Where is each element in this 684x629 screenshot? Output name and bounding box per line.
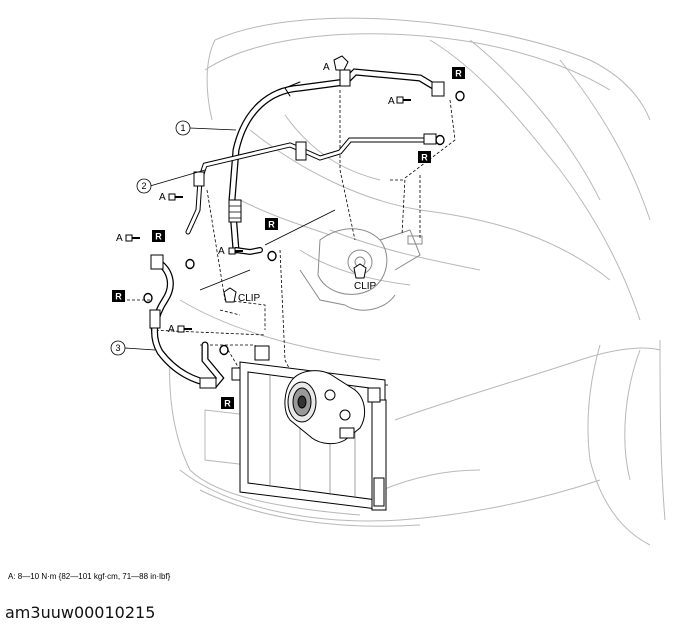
svg-text:A: A <box>388 96 395 107</box>
o-ring-top-right <box>455 90 465 102</box>
figure-id: am3uuw00010215 <box>5 603 156 622</box>
o-ring-left-upper <box>185 258 195 270</box>
replace-badge-left-upper: R <box>152 230 165 242</box>
pipe-1-suction-line <box>228 68 445 256</box>
callout-2: 2 <box>136 178 152 194</box>
pipe-3-liquid-line <box>149 254 225 389</box>
replace-badge-lower: R <box>221 397 234 409</box>
replace-badge-left: R <box>112 290 125 302</box>
svg-text:R: R <box>455 69 462 79</box>
replace-badge-top-right: R <box>452 67 465 79</box>
bolt-a-center: A <box>218 246 244 257</box>
svg-text:R: R <box>155 232 162 242</box>
svg-text:A: A <box>116 233 123 244</box>
bolt-a-upper-left: A <box>159 192 184 203</box>
replace-badge-middle-right: R <box>418 151 431 163</box>
o-ring-left <box>143 292 153 304</box>
callout-3: 3 <box>110 340 126 356</box>
callout-1: 1 <box>175 120 191 136</box>
o-ring-lower <box>219 344 229 356</box>
replace-badge-center: R <box>265 218 278 230</box>
o-ring-center <box>267 250 277 262</box>
torque-specification-note: A: 8—10 N·m {82—101 kgf·cm, 71—88 in·lbf… <box>8 572 171 581</box>
dashed-routing-lines <box>120 90 456 386</box>
svg-text:A: A <box>159 192 166 203</box>
bolt-a-right: A <box>388 96 412 107</box>
svg-text:R: R <box>224 399 231 409</box>
svg-text:A: A <box>323 62 330 73</box>
svg-text:1: 1 <box>180 123 185 133</box>
svg-text:A: A <box>168 324 175 335</box>
svg-text:CLIP: CLIP <box>238 293 261 304</box>
pipe-2-discharge-line <box>185 133 437 235</box>
compressor <box>284 370 366 445</box>
svg-text:R: R <box>115 292 122 302</box>
clip-left: CLIP <box>223 287 261 304</box>
svg-text:R: R <box>421 153 428 163</box>
clip-right: CLIP <box>353 263 377 292</box>
svg-text:3: 3 <box>115 343 120 353</box>
svg-text:R: R <box>268 220 275 230</box>
svg-text:CLIP: CLIP <box>354 281 377 292</box>
o-ring-middle-right <box>435 134 445 146</box>
svg-text:2: 2 <box>141 181 146 191</box>
ac-line-exploded-diagram: 1 2 3 A A A A A A R <box>110 17 666 546</box>
bolt-a-top: A <box>323 55 349 73</box>
bolt-a-lower: A <box>168 324 193 335</box>
bolt-a-left: A <box>116 233 141 244</box>
svg-text:A: A <box>218 246 225 257</box>
